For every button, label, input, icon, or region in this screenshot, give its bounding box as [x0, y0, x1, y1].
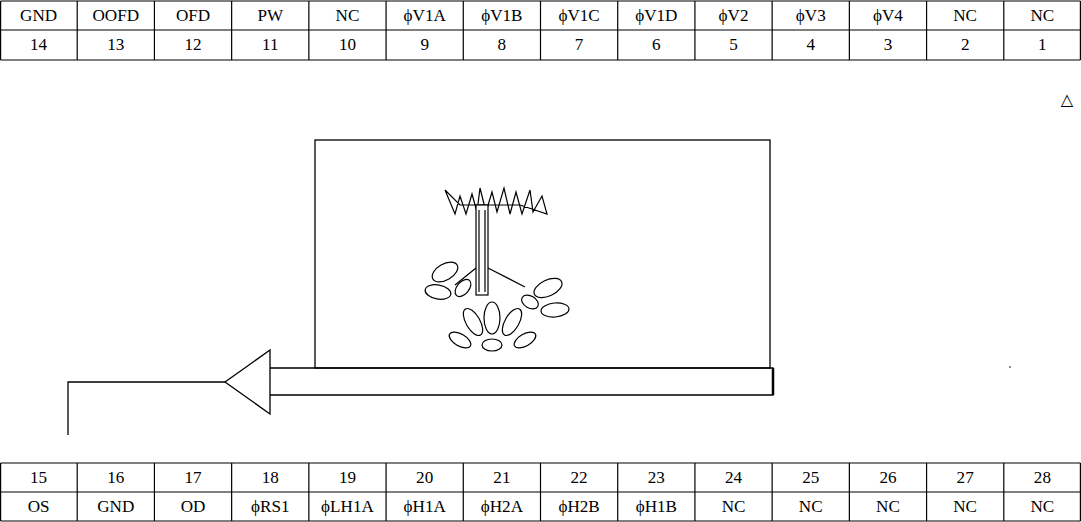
signal-name: ϕH2B — [541, 492, 618, 521]
signal-name: NC — [927, 492, 1004, 521]
signal-name: GND — [0, 1, 77, 30]
output-amplifier — [225, 350, 270, 414]
pin-number: 25 — [772, 463, 849, 492]
table-line — [540, 463, 541, 521]
signal-name: GND — [77, 492, 154, 521]
signal-name: ϕH1B — [618, 492, 695, 521]
signal-name: NC — [849, 492, 926, 521]
table-line — [694, 1, 695, 60]
signal-name: ϕH2A — [463, 492, 540, 521]
table-line — [463, 1, 464, 60]
table-line — [540, 1, 541, 60]
signal-name: ϕRS1 — [232, 492, 309, 521]
pin-number: 21 — [463, 463, 540, 492]
signal-name: NC — [927, 1, 1004, 30]
pin-number: 17 — [154, 463, 231, 492]
signal-name: ϕV1A — [386, 1, 463, 30]
signal-name: OS — [0, 492, 77, 521]
signal-name: PW — [232, 1, 309, 30]
signal-name: ϕV2 — [695, 1, 772, 30]
signal-name: ϕH1A — [386, 492, 463, 521]
pin-number: 26 — [849, 463, 926, 492]
table-line — [1080, 1, 1081, 60]
signal-name: OFD — [154, 1, 231, 30]
signal-name: NC — [1004, 1, 1081, 30]
table-line — [926, 1, 927, 60]
signal-name: NC — [772, 492, 849, 521]
pin-number: 5 — [695, 30, 772, 60]
logo-illustration — [424, 188, 570, 351]
pin-number: 4 — [772, 30, 849, 60]
pin-number: 12 — [154, 30, 231, 60]
signal-name: NC — [695, 492, 772, 521]
table-line — [0, 463, 1, 521]
signal-name: ϕLH1A — [309, 492, 386, 521]
table-line — [154, 463, 155, 521]
signal-name: ϕV3 — [772, 1, 849, 30]
table-line — [694, 463, 695, 521]
pin-number: 16 — [77, 463, 154, 492]
signal-name: ϕV1C — [541, 1, 618, 30]
pin-number: 10 — [309, 30, 386, 60]
table-line — [385, 1, 386, 60]
table-line — [1003, 1, 1004, 60]
pin-number: 15 — [0, 463, 77, 492]
pin-number: 1 — [1004, 30, 1081, 60]
signal-name: ϕV1B — [463, 1, 540, 30]
pin-number: 14 — [0, 30, 77, 60]
pin-number: 28 — [1004, 463, 1081, 492]
signal-name: ϕV1D — [618, 1, 695, 30]
table-line — [772, 463, 773, 521]
pin1-marker: △ — [1055, 88, 1079, 112]
table-line — [77, 1, 78, 60]
pin-number: 24 — [695, 463, 772, 492]
pin-number: 6 — [618, 30, 695, 60]
pin-number: 19 — [309, 463, 386, 492]
pin-number: 8 — [463, 30, 540, 60]
signal-name: NC — [1004, 492, 1081, 521]
signal-name: ϕV4 — [849, 1, 926, 30]
table-line — [231, 1, 232, 60]
table-line — [926, 463, 927, 521]
pin-number: 27 — [927, 463, 1004, 492]
pin-number: 11 — [232, 30, 309, 60]
pin-number: 2 — [927, 30, 1004, 60]
table-line — [849, 1, 850, 60]
table-line — [231, 463, 232, 521]
sensor-area — [315, 140, 770, 368]
table-line — [154, 1, 155, 60]
table-line — [1080, 463, 1081, 521]
signal-name: NC — [309, 1, 386, 30]
pin-number: 23 — [618, 463, 695, 492]
pin-number: 18 — [232, 463, 309, 492]
signal-name: OOFD — [77, 1, 154, 30]
table-line — [617, 463, 618, 521]
table-line — [463, 463, 464, 521]
table-line — [308, 1, 309, 60]
output-wire — [68, 382, 225, 435]
table-line — [772, 1, 773, 60]
pin-number: 20 — [386, 463, 463, 492]
signal-name: OD — [154, 492, 231, 521]
pin-number: 9 — [386, 30, 463, 60]
pin-number: 22 — [541, 463, 618, 492]
pin-number: 3 — [849, 30, 926, 60]
table-line — [0, 1, 1, 60]
horizontal-register — [270, 368, 773, 395]
pin-number: 7 — [541, 30, 618, 60]
table-line — [617, 1, 618, 60]
table-line — [308, 463, 309, 521]
table-line — [385, 463, 386, 521]
pin-number: 13 — [77, 30, 154, 60]
table-line — [849, 463, 850, 521]
table-line — [1003, 463, 1004, 521]
table-line — [77, 463, 78, 521]
